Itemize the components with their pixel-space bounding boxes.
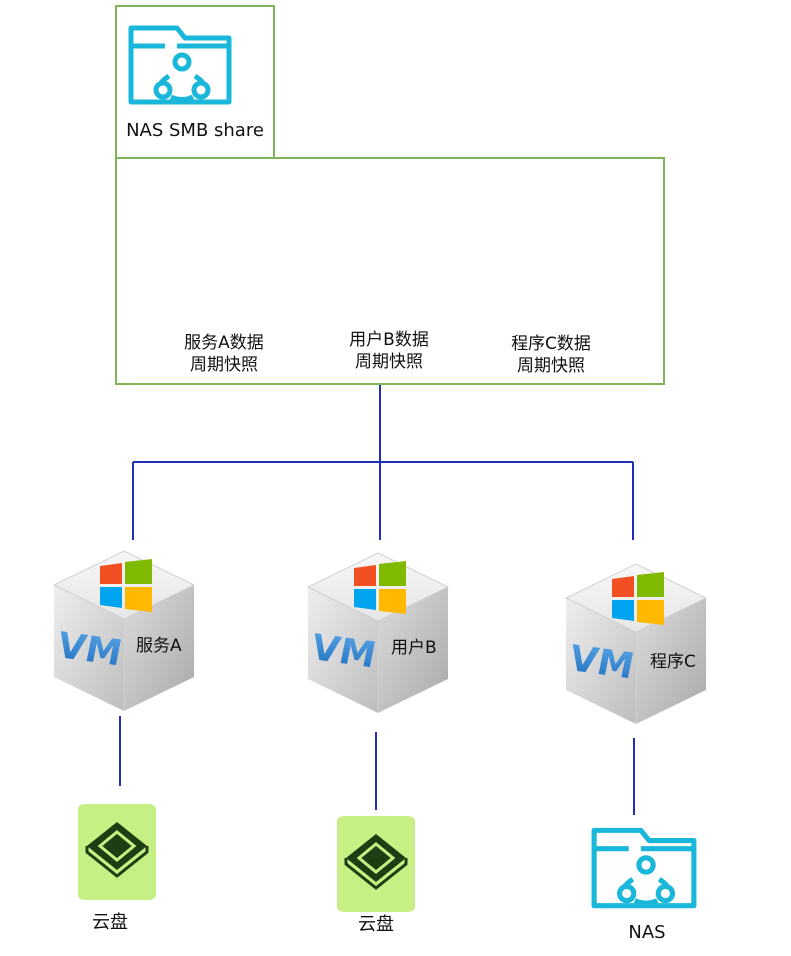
storage-label-c: NAS bbox=[628, 922, 666, 943]
snapshot-label-b-line2: 周期快照 bbox=[355, 352, 423, 372]
snapshot-label-c-line2: 周期快照 bbox=[517, 356, 585, 376]
vm-label-a: 服务A bbox=[136, 636, 182, 656]
snapshot-label-a-line1: 服务A数据 bbox=[184, 333, 264, 353]
share-title: NAS SMB share bbox=[126, 120, 264, 141]
snapshot-label-b: 用户B数据 周期快照 bbox=[327, 329, 451, 373]
storage-label-a: 云盘 bbox=[92, 912, 128, 933]
nas-folder-icon bbox=[594, 830, 694, 905]
vm-label-c: 程序C bbox=[650, 652, 696, 672]
vm-windows-icon bbox=[307, 552, 449, 714]
snapshot-label-a: 服务A数据 周期快照 bbox=[162, 332, 286, 376]
snapshot-label-b-line1: 用户B数据 bbox=[349, 330, 429, 350]
snapshot-box bbox=[115, 157, 665, 385]
vm-label-b: 用户B bbox=[391, 638, 437, 658]
vm-windows-icon bbox=[53, 550, 195, 712]
storage-label-b: 云盘 bbox=[358, 914, 394, 935]
nas-share-box: NAS SMB share bbox=[115, 5, 275, 159]
cloud-disk-icon bbox=[335, 814, 417, 914]
snapshot-label-c: 程序C数据 周期快照 bbox=[489, 333, 613, 377]
snapshot-label-c-line1: 程序C数据 bbox=[511, 334, 591, 354]
vm-windows-icon bbox=[565, 563, 707, 725]
nas-folder-icon bbox=[125, 17, 235, 109]
connectors bbox=[119, 384, 635, 815]
cloud-disk-icon bbox=[76, 802, 158, 902]
snapshot-label-a-line2: 周期快照 bbox=[190, 355, 258, 375]
